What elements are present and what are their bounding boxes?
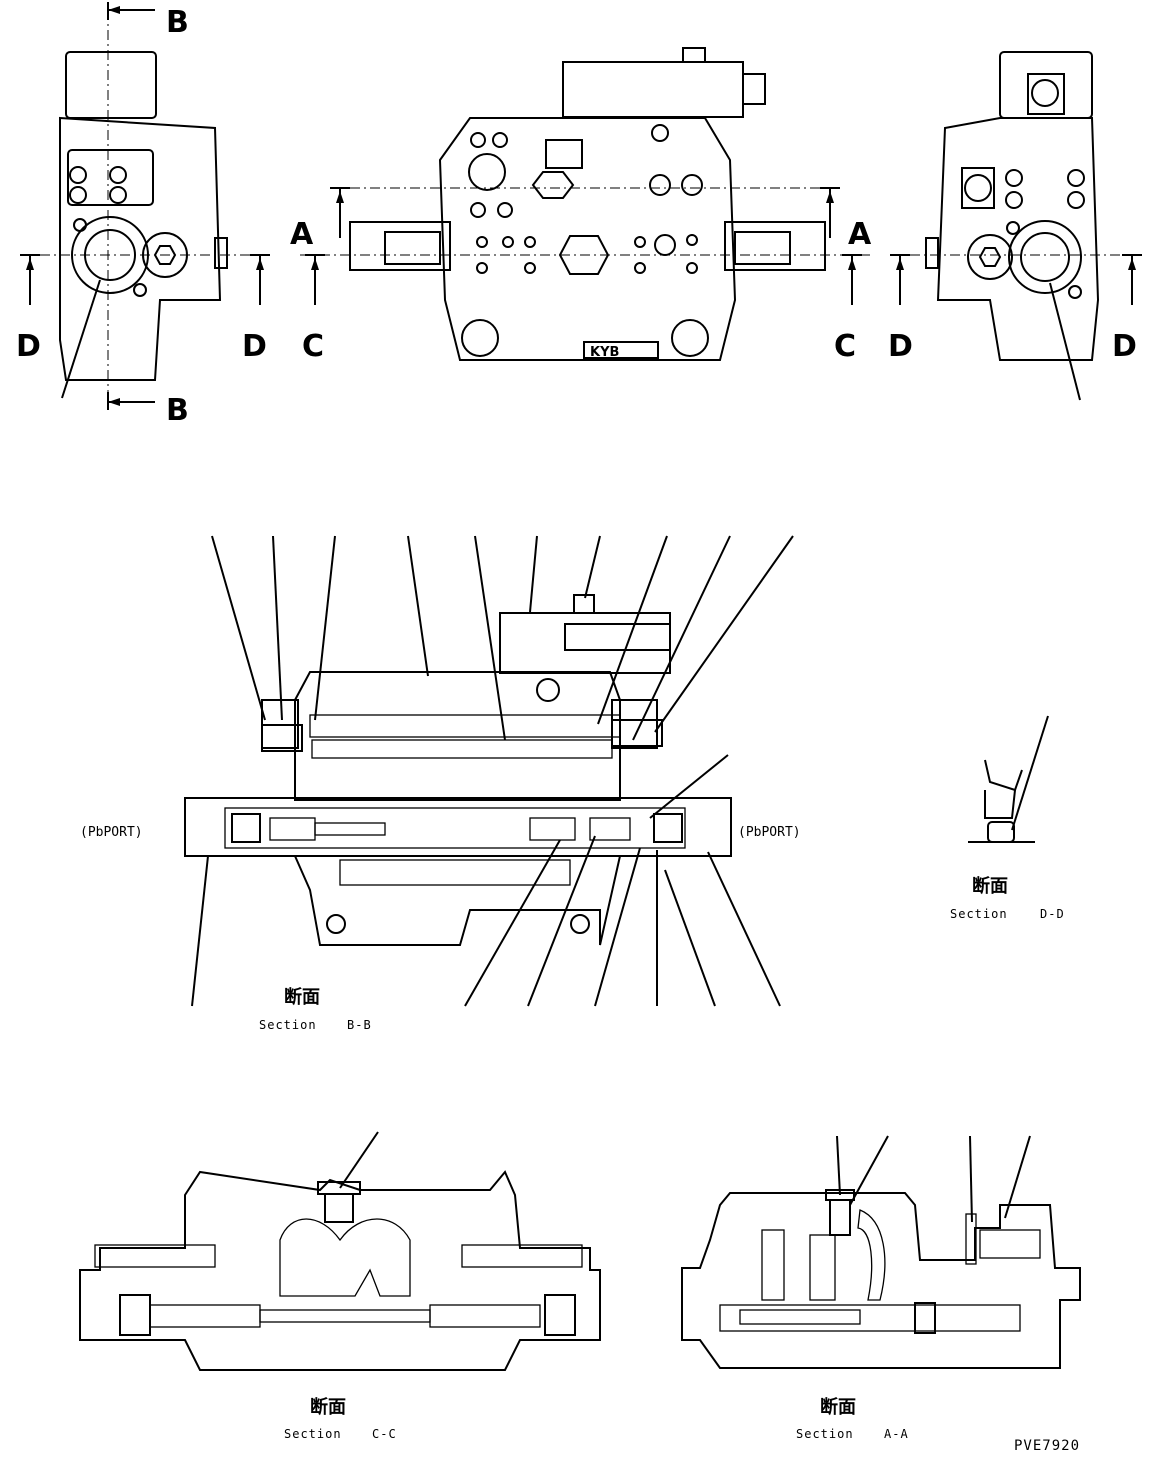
port-label-left: (PbPORT) [80,825,143,840]
section-b-b-drawing: (PbPORT) (PbPORT) [80,535,801,1007]
drawing-code: PVE7920 [1014,1438,1080,1454]
caption-b-b: 断面 Section B-B [259,986,372,1032]
section-mark-d-left: D D [16,254,270,364]
section-mark-c: C C [302,254,862,364]
cut-mark-a: A [848,217,872,252]
caption-section-id: A-A [884,1427,909,1441]
right-side-view [890,51,1140,401]
caption-section-id: B-B [347,1018,372,1032]
section-c-c-drawing [79,1131,601,1371]
caption-section-word: Section [259,1018,317,1032]
caption-section-word: Section [796,1427,854,1441]
cut-mark-c: C [834,329,856,364]
body-marking: KYB [590,345,619,360]
cut-mark-d: D [242,329,267,364]
caption-c-c: 断面 Section C-C [284,1396,397,1441]
cut-mark-d: D [1112,329,1137,364]
section-mark-b-top: B [107,2,189,40]
caption-section-word: Section [284,1427,342,1441]
caption-section-word: Section [950,907,1008,921]
caption-kanji: 断面 [284,986,320,1008]
caption-kanji: 断面 [972,875,1008,897]
caption-d-d: 断面 Section D-D [950,875,1065,921]
left-side-view [20,10,270,400]
caption-a-a: 断面 Section A-A [796,1396,909,1441]
cut-mark-b: B [166,393,189,428]
cut-mark-d: D [888,329,913,364]
caption-kanji: 断面 [820,1396,856,1418]
cut-mark-c: C [302,329,324,364]
cut-mark-d: D [16,329,41,364]
port-label-right: (PbPORT) [738,825,801,840]
section-d-d-drawing [968,715,1049,843]
section-mark-d-right: D D [888,254,1142,364]
caption-kanji: 断面 [310,1396,346,1418]
section-mark-a: A A [290,187,872,252]
cut-mark-b: B [166,5,189,40]
section-a-a-drawing [681,1135,1081,1369]
section-mark-b-bottom: B [107,392,189,428]
cut-mark-a: A [290,217,314,252]
caption-section-id: C-C [372,1427,397,1441]
front-view: KYB [300,47,870,361]
caption-section-id: D-D [1040,907,1065,921]
